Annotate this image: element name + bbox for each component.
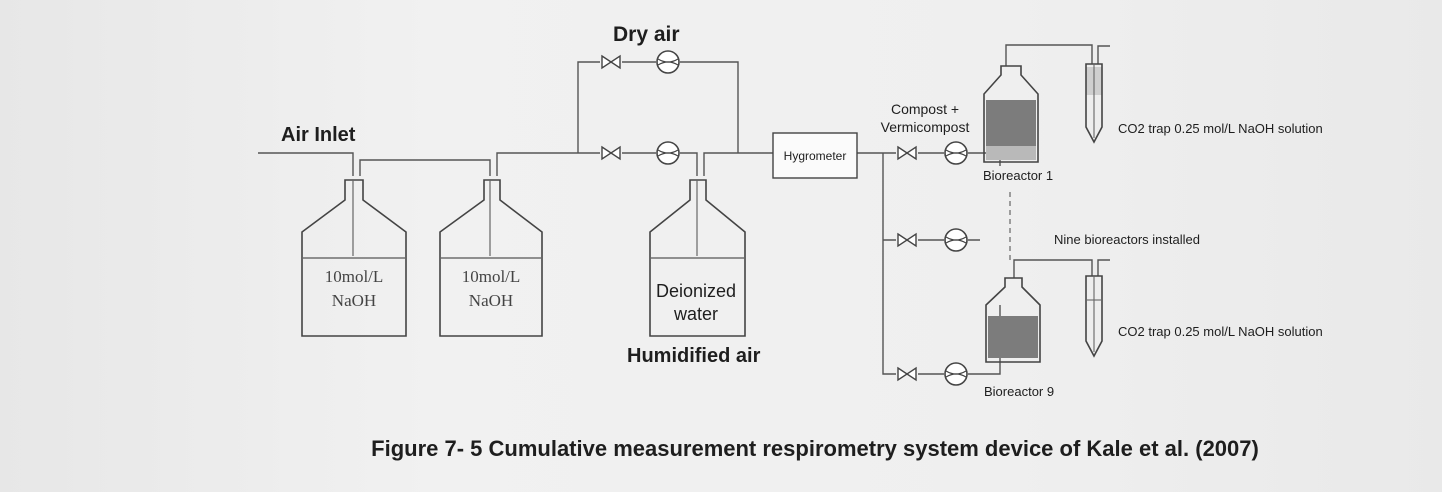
humid-branch-line	[622, 152, 698, 176]
bioreactor1-flowmeter	[944, 141, 968, 165]
bottle-2-line1: 10mol/L	[462, 267, 521, 286]
bottle-1-line1: 10mol/L	[325, 267, 384, 286]
dry-air-flowmeter	[656, 50, 680, 74]
deionized-water-bottle: Deionized water	[649, 179, 746, 337]
humidified-air-label: Humidified air	[627, 345, 761, 367]
dry-air-line	[622, 61, 739, 153]
bioreactor-1	[983, 65, 1039, 163]
bottle-2-line2: NaOH	[469, 291, 513, 310]
compost-label-line2: Vermicompost	[881, 119, 970, 135]
bioreactor-9-label: Bioreactor 9	[984, 384, 1054, 399]
bioreactor1-outlet	[1005, 44, 1093, 66]
hygrometer: Hygrometer	[772, 132, 858, 179]
dry-air-branch	[577, 61, 600, 153]
compost-label-line1: Compost +	[891, 101, 959, 117]
co2-trap-9	[1085, 275, 1103, 358]
humid-air-flowmeter	[656, 141, 680, 165]
middle-valve	[897, 233, 917, 247]
pipe-bottle1-to-bottle2	[359, 159, 491, 176]
humid-air-valve	[601, 146, 621, 160]
pipe-to-hygrometer	[703, 152, 773, 176]
bioreactor-9	[985, 277, 1041, 363]
bioreactor9-flowmeter	[944, 362, 968, 386]
bottle-3-line2: water	[673, 304, 718, 324]
dry-air-valve	[601, 55, 621, 69]
figure-caption: Figure 7- 5 Cumulative measurement respi…	[371, 436, 1259, 461]
co2-trap-1	[1085, 63, 1103, 144]
bioreactor1-valve	[897, 146, 917, 160]
naoh-bottle-2: 10mol/L NaOH	[439, 179, 543, 337]
nine-bioreactors-label: Nine bioreactors installed	[1054, 232, 1200, 247]
co2-trap-1-label: CO2 trap 0.25 mol/L NaOH solution	[1118, 121, 1323, 136]
air-inlet-pipe	[258, 152, 354, 176]
bottle-1-line2: NaOH	[332, 291, 376, 310]
hygrometer-label: Hygrometer	[784, 149, 847, 163]
dry-air-label: Dry air	[613, 23, 680, 46]
co2-trap9-outlet	[1097, 259, 1110, 276]
naoh-bottle-1: 10mol/L NaOH	[301, 179, 407, 337]
middle-flowmeter	[944, 228, 968, 252]
air-inlet-label: Air Inlet	[281, 124, 356, 146]
bioreactor9-valve	[897, 367, 917, 381]
co2-trap1-outlet	[1097, 45, 1110, 64]
bottle-3-line1: Deionized	[656, 281, 736, 301]
manifold-line	[882, 153, 980, 375]
pipe-bottle2-to-valves	[496, 152, 600, 176]
pipe-from-hygrometer	[857, 152, 1001, 166]
bioreactor9-outlet	[1013, 259, 1093, 278]
co2-trap-9-label: CO2 trap 0.25 mol/L NaOH solution	[1118, 324, 1323, 339]
bioreactor-1-label: Bioreactor 1	[983, 168, 1053, 183]
